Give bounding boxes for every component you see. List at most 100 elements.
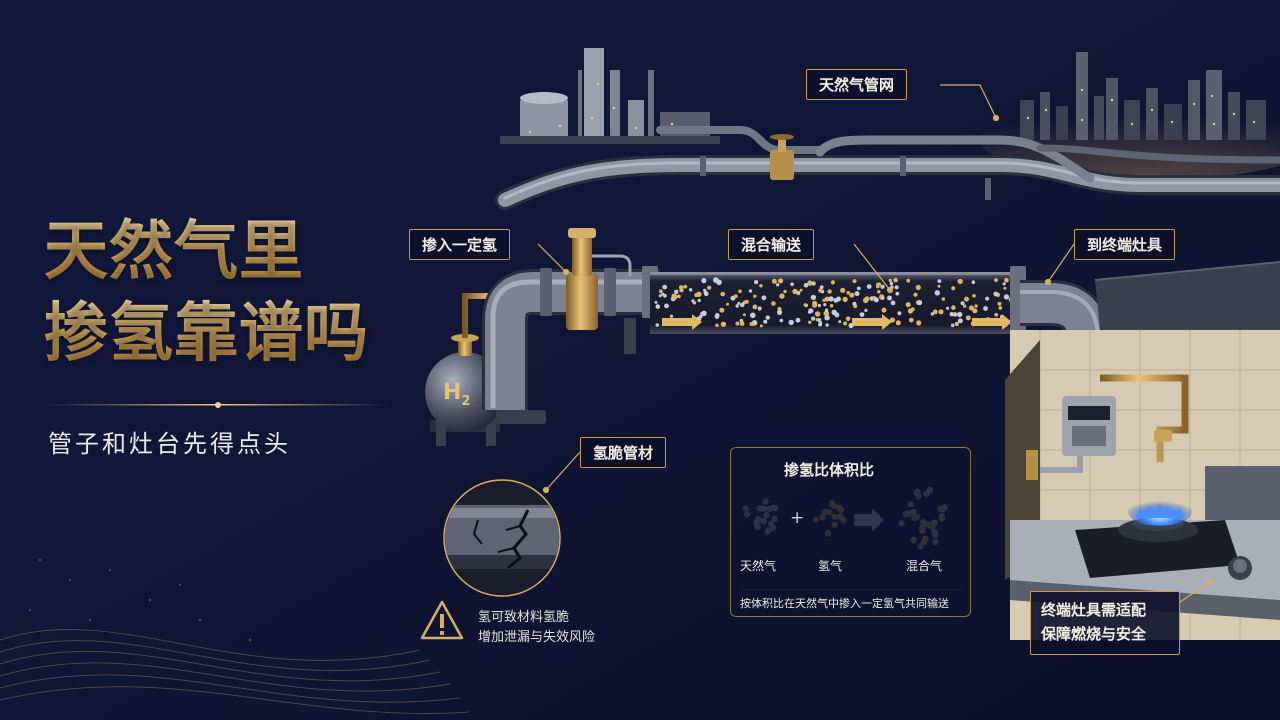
gas-particle [864, 308, 868, 312]
gas-particle [983, 306, 988, 311]
gas-particle [735, 321, 740, 326]
refinery-silhouette [500, 48, 720, 144]
gas-particle [856, 286, 861, 291]
gas-particle [897, 311, 902, 316]
gas-particle [814, 311, 821, 317]
gas-particle [812, 302, 818, 308]
gas-particle [654, 300, 658, 304]
gas-particle [734, 294, 738, 298]
warning-line-1: 氢可致材料氢脆 [478, 610, 570, 625]
label-embrittlement: 氢脆管材 [580, 437, 667, 468]
appliance-note-line-2: 保障燃烧与安全 [1041, 625, 1147, 643]
gas-particle [880, 284, 885, 289]
gas-particle [662, 284, 668, 290]
gas-particle [797, 291, 800, 294]
gas-particle [888, 278, 892, 283]
headline-line-1: 天然气里 [44, 215, 304, 289]
gas-particle [941, 297, 946, 301]
gas-particle [859, 312, 865, 317]
gas-particle [894, 285, 899, 290]
flow-arrows [662, 314, 1012, 330]
gas-particle [720, 321, 727, 327]
gas-particle [937, 279, 942, 283]
gas-particle [827, 289, 832, 294]
gas-particle [691, 299, 695, 303]
pipeline-network [495, 126, 1280, 210]
gas-particle [960, 301, 965, 306]
gas-particle [819, 321, 823, 325]
gas-particle [701, 310, 707, 317]
gas-particle [824, 308, 829, 312]
gas-particle [748, 289, 753, 293]
gas-particle [949, 312, 954, 317]
gas-particle [916, 320, 922, 326]
gas-particle [873, 297, 879, 303]
gas-particle [799, 288, 803, 292]
warning-line-2: 增加泄漏与失效风险 [478, 630, 596, 645]
gas-particle [887, 295, 892, 301]
gas-particle [994, 278, 998, 282]
gas-particle [915, 284, 921, 290]
gas-particle [688, 288, 693, 292]
gas-particle [750, 312, 756, 319]
gas-particle [951, 286, 956, 291]
ratio-item-mixed: 混合气 [906, 559, 943, 573]
callout-lines [537, 84, 1214, 603]
gas-particle [677, 294, 681, 299]
gas-particle [701, 278, 707, 284]
gas-particle [954, 321, 959, 327]
gas-particle [862, 297, 869, 304]
gas-particle [957, 318, 963, 324]
gas-particle [895, 320, 901, 326]
ratio-panel-title: 掺氢比体积比 [784, 461, 875, 479]
gas-particle [1004, 277, 1009, 283]
gas-particle [830, 280, 836, 285]
ratio-panel-note: 按体积比在天然气中掺入一定氢气共同输送 [740, 597, 949, 610]
gas-particle [843, 321, 848, 326]
gas-particle [957, 311, 963, 318]
gas-particle [765, 315, 770, 320]
gas-particle [985, 296, 990, 301]
gas-particle [822, 298, 826, 302]
gas-particle [834, 312, 840, 318]
gas-particle [968, 305, 974, 311]
plus-sign: + [790, 508, 805, 528]
gas-particle [838, 320, 842, 324]
gas-particle [697, 298, 701, 303]
appliance-note-panel: 终端灶具需适配 保障燃烧与安全 [1030, 591, 1180, 655]
gas-particle [807, 310, 812, 314]
gas-particle [1003, 294, 1010, 300]
gold-dust-decoration [29, 559, 251, 641]
gas-particle [759, 324, 763, 328]
subtitle: 管子和灶台先得点头 [48, 430, 291, 458]
gold-wave-decoration [0, 629, 471, 715]
gas-particle [715, 323, 719, 328]
gas-particle [779, 293, 785, 299]
gas-particle [965, 315, 971, 321]
gas-particle [811, 316, 816, 321]
gas-particle [846, 291, 850, 295]
warning-icon [420, 600, 464, 640]
gas-particle [951, 305, 956, 310]
gas-particle [751, 322, 755, 326]
gas-particle [757, 306, 762, 311]
gas-particle [776, 283, 780, 287]
label-mixed-transport: 混合输送 [728, 229, 815, 260]
headline-line-2: 掺氢靠谱吗 [44, 297, 369, 371]
gas-particle [877, 290, 881, 294]
gas-particle [907, 308, 914, 314]
ratio-panel [730, 447, 971, 617]
gas-particle [840, 287, 846, 293]
gas-particle [738, 289, 742, 294]
gas-particle [788, 319, 794, 326]
gas-particle [824, 296, 830, 302]
gas-particle [881, 296, 885, 300]
gas-particle [754, 280, 759, 285]
gas-particle [1002, 282, 1006, 286]
gas-particle [946, 306, 950, 310]
gas-particle [752, 304, 758, 310]
gas-particle [683, 284, 688, 289]
gas-particle [658, 294, 662, 298]
gas-particle [998, 306, 1003, 310]
gas-particle [917, 300, 923, 306]
